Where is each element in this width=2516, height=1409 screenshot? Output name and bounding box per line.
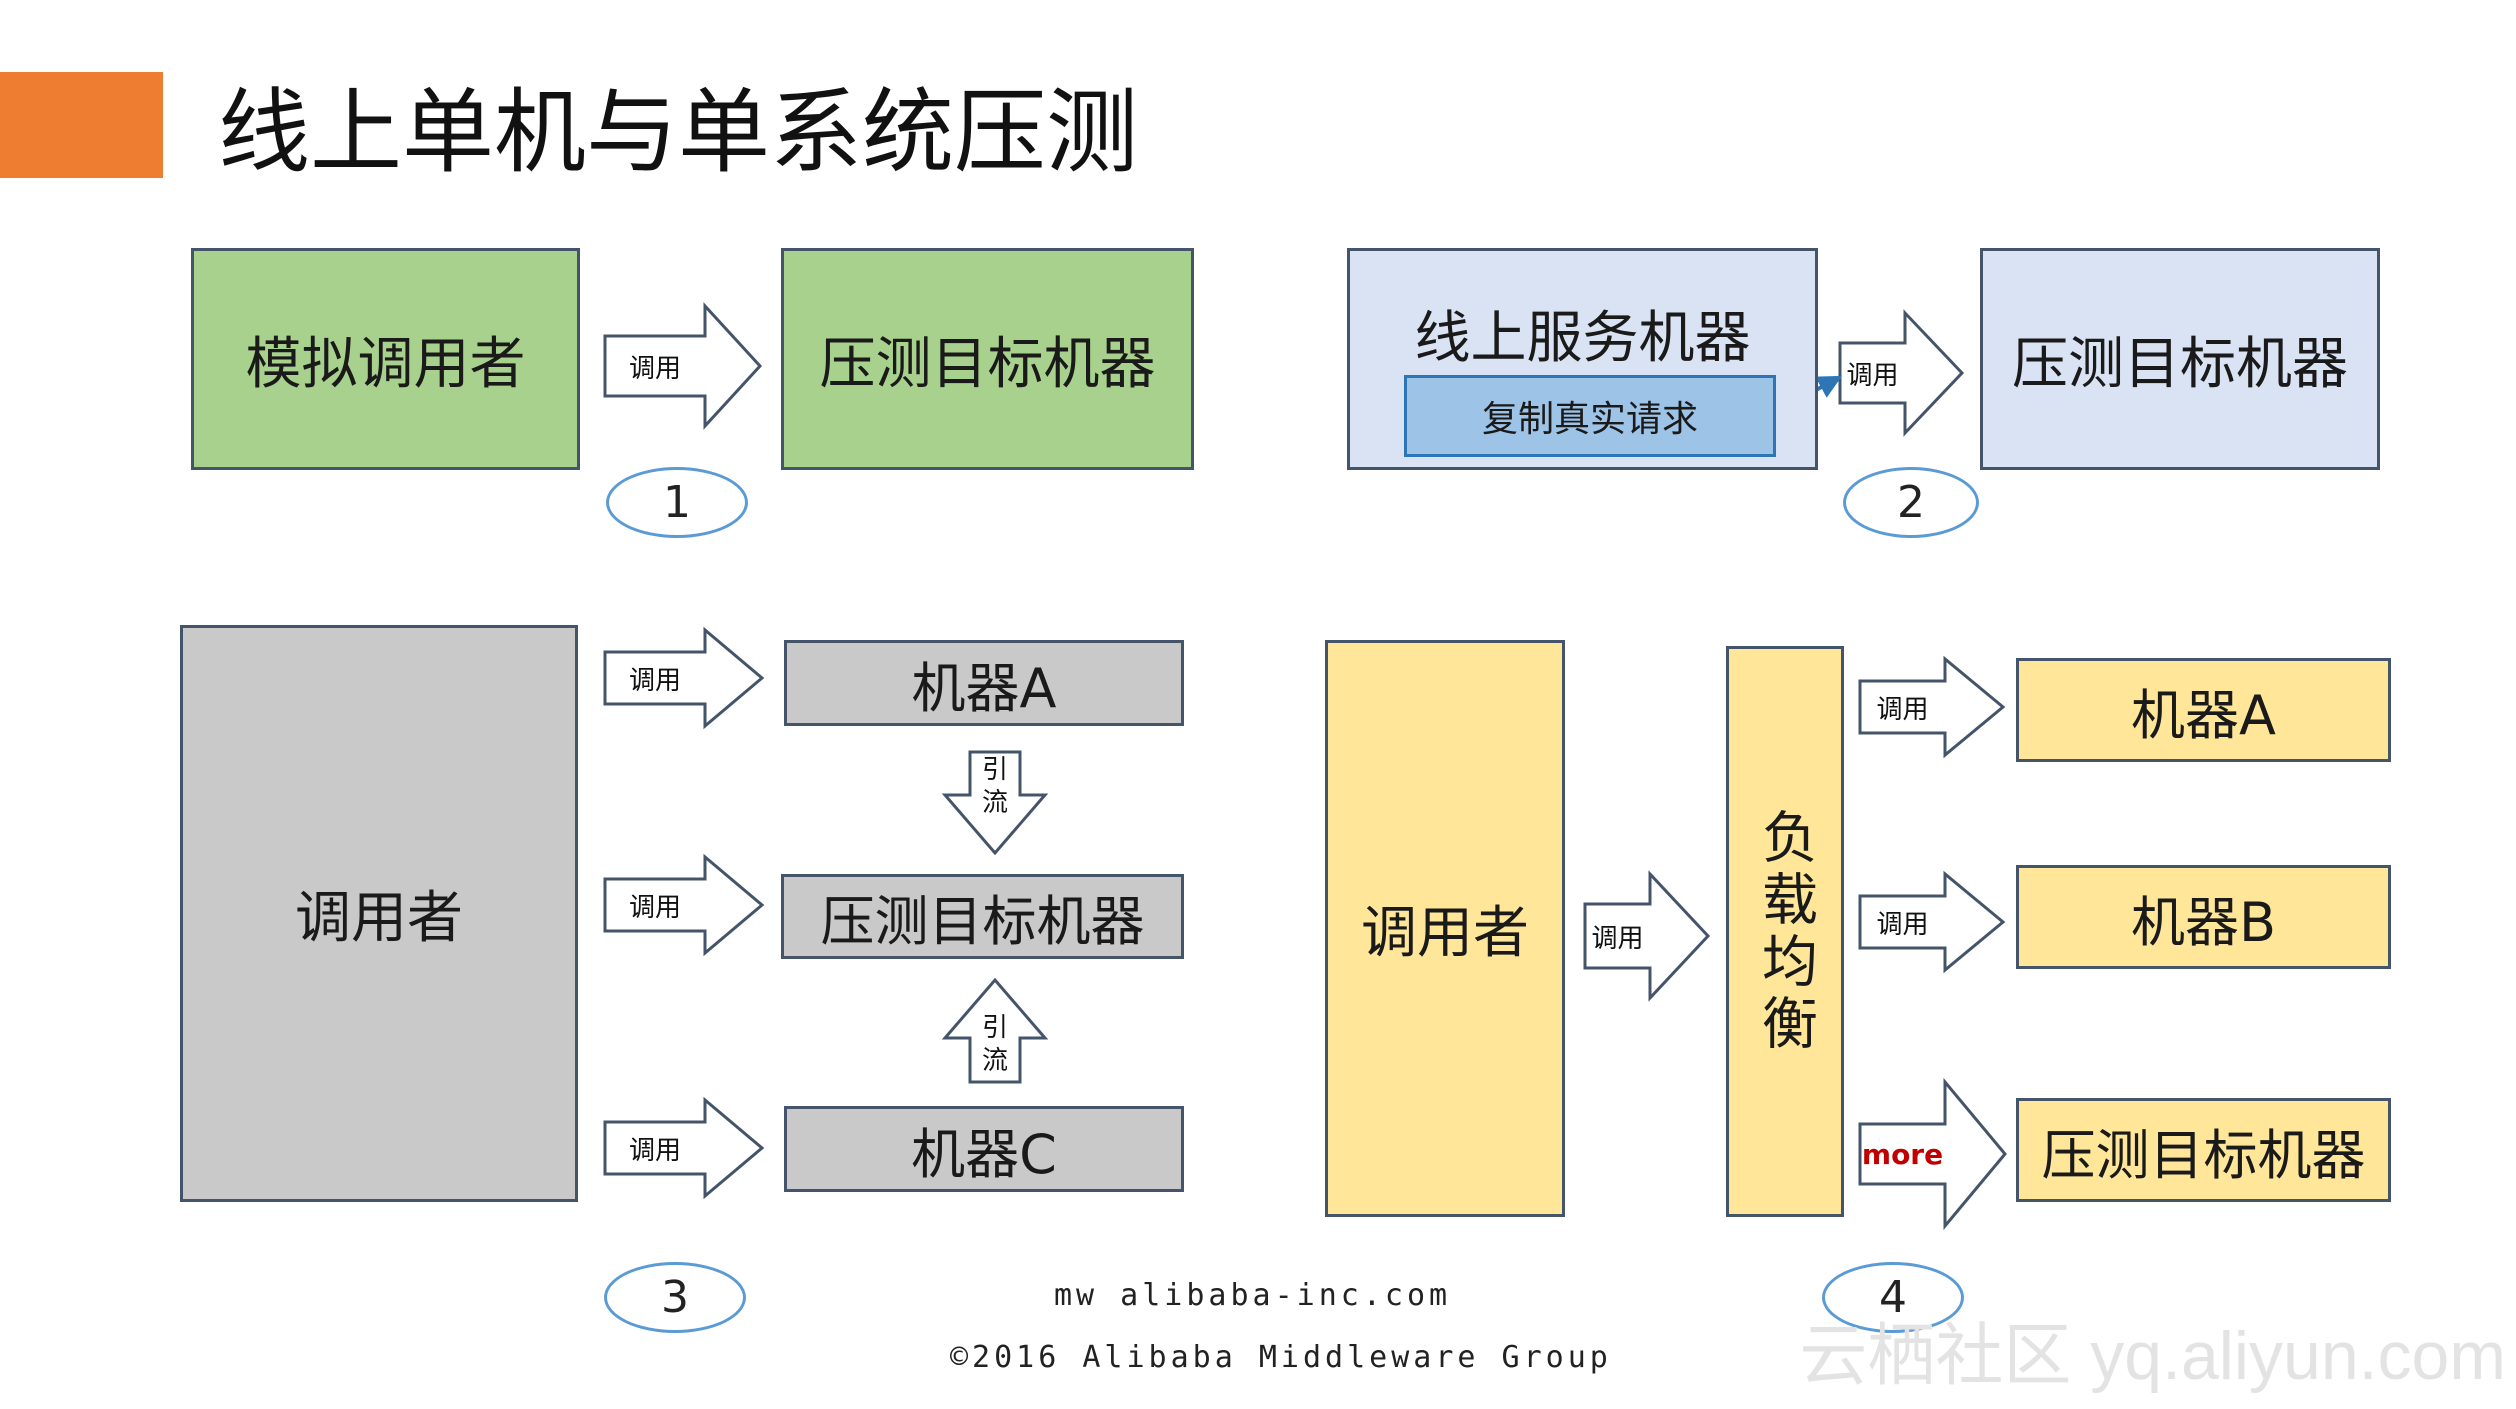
call-label-2: 调用: [1846, 360, 1899, 391]
load-balancer-label: 负载均衡: [1752, 807, 1818, 1056]
more-arrow: [1858, 1077, 2007, 1231]
call-label-3b: 调用: [628, 892, 681, 923]
simulated-caller-box: 模拟调用者: [191, 248, 580, 470]
call-arrow-3a: [603, 626, 765, 730]
divert-label-down: 引 流: [981, 755, 1008, 818]
target-machine-box-3: 压测目标机器: [781, 874, 1184, 959]
target-machine-box-1: 压测目标机器: [781, 248, 1194, 470]
call-label-3a: 调用: [628, 665, 681, 696]
divert-label-up: 引 流: [981, 1013, 1008, 1076]
divert-arrow-down: [941, 750, 1049, 856]
call-arrow-3c: [603, 1096, 765, 1200]
load-balancer-box: 负载均衡: [1726, 646, 1844, 1217]
title-accent-bar: [0, 72, 163, 178]
call-label-3c: 调用: [628, 1135, 681, 1166]
more-label: more: [1861, 1137, 1944, 1171]
call-arrow-4b: [1858, 870, 2006, 974]
online-service-machine-label: 线上服务机器: [1414, 306, 1751, 371]
copy-request-box: 复制真实请求: [1404, 375, 1776, 457]
call-arrow-3b: [603, 853, 765, 957]
call-arrow-1: [603, 302, 763, 430]
page-title: 线上单机与单系统压测: [218, 79, 1139, 186]
step-badge-4: 4: [1822, 1262, 1964, 1333]
machine-a-box-4: 机器A: [2016, 658, 2391, 762]
watermark: 云栖社区 yq.aliyun.com: [1799, 1318, 2506, 1394]
call-arrow-4a: [1858, 655, 2006, 759]
target-machine-box-4: 压测目标机器: [2016, 1098, 2391, 1202]
target-machine-box-2: 压测目标机器: [1980, 248, 2380, 470]
call-label-4: 调用: [1591, 923, 1644, 954]
step-badge-3: 3: [604, 1262, 746, 1333]
caller-box-3: 调用者: [180, 625, 578, 1202]
machine-c-box-3: 机器C: [784, 1106, 1184, 1192]
machine-a-box-3: 机器A: [784, 640, 1184, 726]
footer-domain: mw alibaba-inc.com: [1054, 1278, 1452, 1313]
call-arrow-2: [1838, 309, 1965, 437]
divert-arrow-up: [941, 977, 1049, 1084]
step-badge-1: 1: [606, 467, 748, 538]
caller-box-4: 调用者: [1325, 640, 1565, 1217]
call-label-4a: 调用: [1876, 694, 1929, 725]
machine-b-box-4: 机器B: [2016, 865, 2391, 969]
step-badge-2: 2: [1843, 467, 1979, 538]
call-arrow-4: [1583, 870, 1711, 1002]
call-label-4b: 调用: [1876, 909, 1929, 940]
footer-copyright: ©2016 Alibaba Middleware Group: [950, 1340, 1612, 1375]
call-label-1: 调用: [628, 353, 681, 384]
